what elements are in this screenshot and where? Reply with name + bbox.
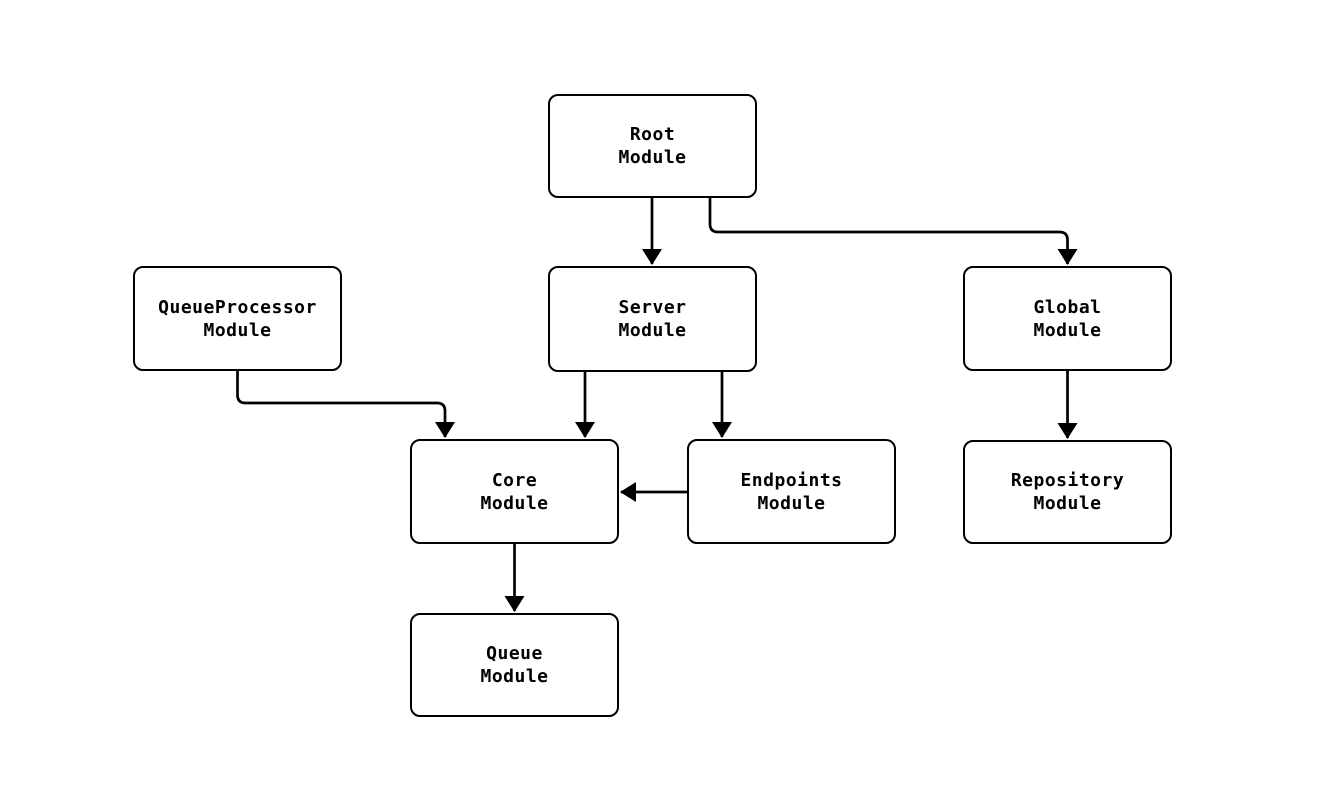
node-queueprocessor-module: QueueProcessor Module [133,266,342,371]
node-repository-module: Repository Module [963,440,1172,544]
node-core-module-label: Core Module [480,469,549,514]
node-root-module-label: Root Module [618,124,687,168]
node-root-module: Root Module [548,94,757,198]
node-endpoints-module-label: Endpoints Module [740,469,843,514]
node-endpoints-module: Endpoints Module [687,439,896,544]
edge-queueprocessor-to-core [236,371,455,438]
node-queue-module-label: Queue Module [480,643,549,687]
node-queue-module: Queue Module [410,613,619,717]
node-repository-module-label: Repository Module [1010,470,1125,514]
node-server-module-label: Server Module [618,297,687,341]
node-global-module-label: Global Module [1033,296,1102,341]
node-server-module: Server Module [548,266,757,372]
node-queueprocessor-module-label: QueueProcessor Module [158,296,317,341]
node-core-module: Core Module [410,439,619,544]
edge-root-to-global [708,198,1078,265]
node-global-module: Global Module [963,266,1172,371]
